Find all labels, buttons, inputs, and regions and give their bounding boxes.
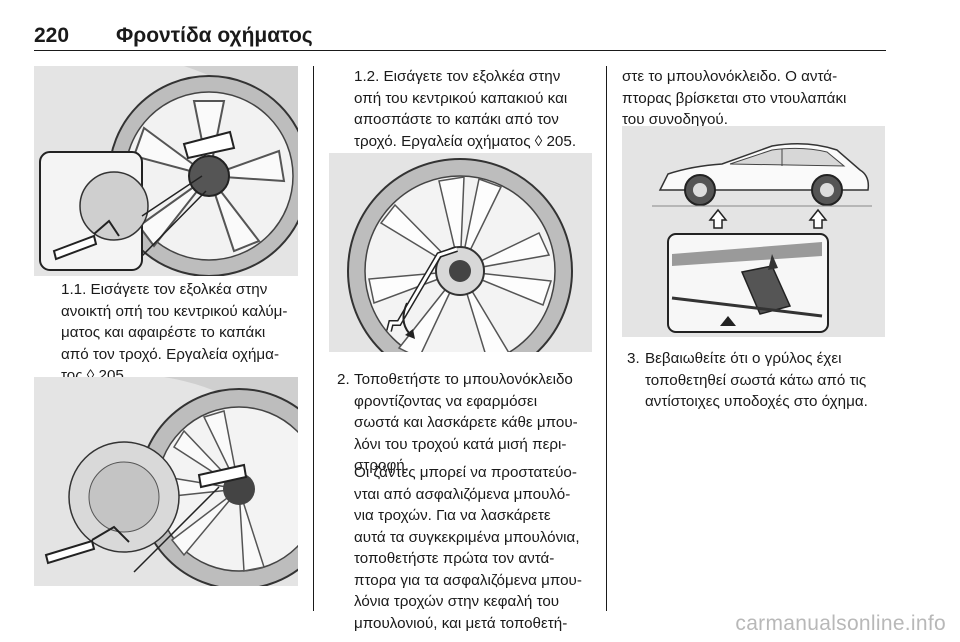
- header-rule: [34, 50, 886, 51]
- step-1-1-text: 1.1. Εισάγετε τον εξολκέα στην ανοικτή ο…: [61, 281, 288, 384]
- car-jack-position-figure: [622, 126, 885, 337]
- step-3-text: Βεβαιωθείτε ότι ο γρύλος έχει τοποθετηθε…: [645, 350, 868, 410]
- page-number: 220: [34, 24, 70, 47]
- wheel-bolt-wrench-figure: [329, 153, 592, 352]
- page-title: Φροντίδα οχήματος: [116, 24, 313, 47]
- column-divider-1: [313, 66, 314, 611]
- wheel-cover-removal-figure: [34, 66, 298, 276]
- step-2-text: Τοποθετήστε το μπουλονόκλειδο φροντίζοντ…: [354, 371, 578, 474]
- center-cap-removal-figure: [34, 377, 298, 586]
- step-2-continuation-text: στε το μπουλονόκλειδο. Ο αντά- πτορας βρ…: [622, 68, 847, 128]
- step-2-number: 2.: [337, 371, 350, 388]
- step-3-number: 3.: [627, 350, 640, 367]
- page-header: 220 Φροντίδα οχήματος: [34, 24, 886, 52]
- step-2-note-text: Οι ζάντες μπορεί να προστατεύο- νται από…: [354, 464, 582, 632]
- step-1-2-text: 1.2. Εισάγετε τον εξολκέα στην οπή του κ…: [354, 68, 577, 150]
- column-divider-2: [606, 66, 607, 611]
- watermark: carmanualsonline.info: [735, 612, 946, 635]
